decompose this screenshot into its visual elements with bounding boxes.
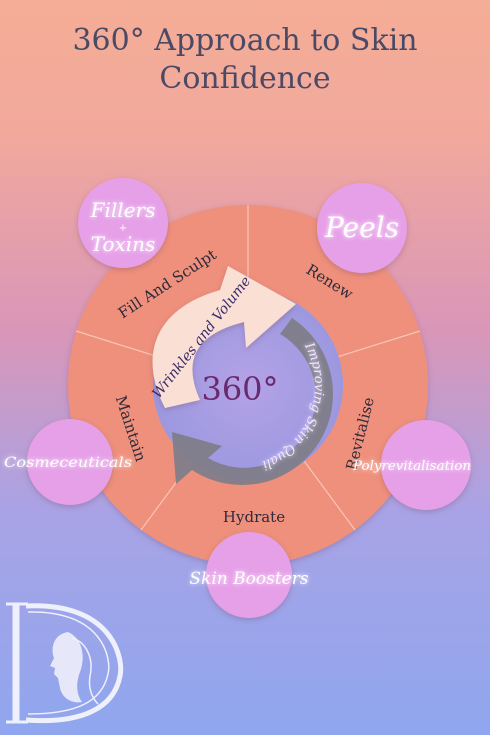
skin-boosters-bubble: Skin Boosters — [189, 532, 309, 618]
segment-hydrate: Hydrate — [223, 508, 285, 526]
fillers-toxins-bubble: Fillers + Toxins — [78, 178, 168, 268]
light-cycle-arrow — [152, 266, 296, 408]
polyrevitalisation-text: Polyrevitalisation — [352, 459, 471, 474]
peels-bubble: Peels — [317, 183, 407, 273]
page-title: 360° Approach to Skin Confidence — [0, 22, 490, 98]
dark-cycle-arrow — [172, 318, 333, 485]
peels-text: Peels — [324, 211, 399, 244]
skin-boosters-text: Skin Boosters — [189, 569, 308, 589]
center-360-label: 360° — [201, 370, 278, 408]
fillers-plus-text: + — [119, 223, 127, 234]
title-line-1: 360° Approach to Skin — [72, 23, 418, 58]
polyrevitalisation-bubble: Polyrevitalisation — [352, 420, 471, 510]
toxins-text: Toxins — [91, 232, 156, 256]
cosmeceuticals-text: Cosmeceuticals — [4, 455, 132, 471]
cosmeceuticals-bubble: Cosmeceuticals — [4, 419, 132, 505]
face-silhouette-icon — [50, 632, 83, 703]
fillers-text: Fillers — [90, 198, 156, 222]
title-line-2: Confidence — [159, 61, 331, 96]
brand-logo — [6, 602, 124, 724]
